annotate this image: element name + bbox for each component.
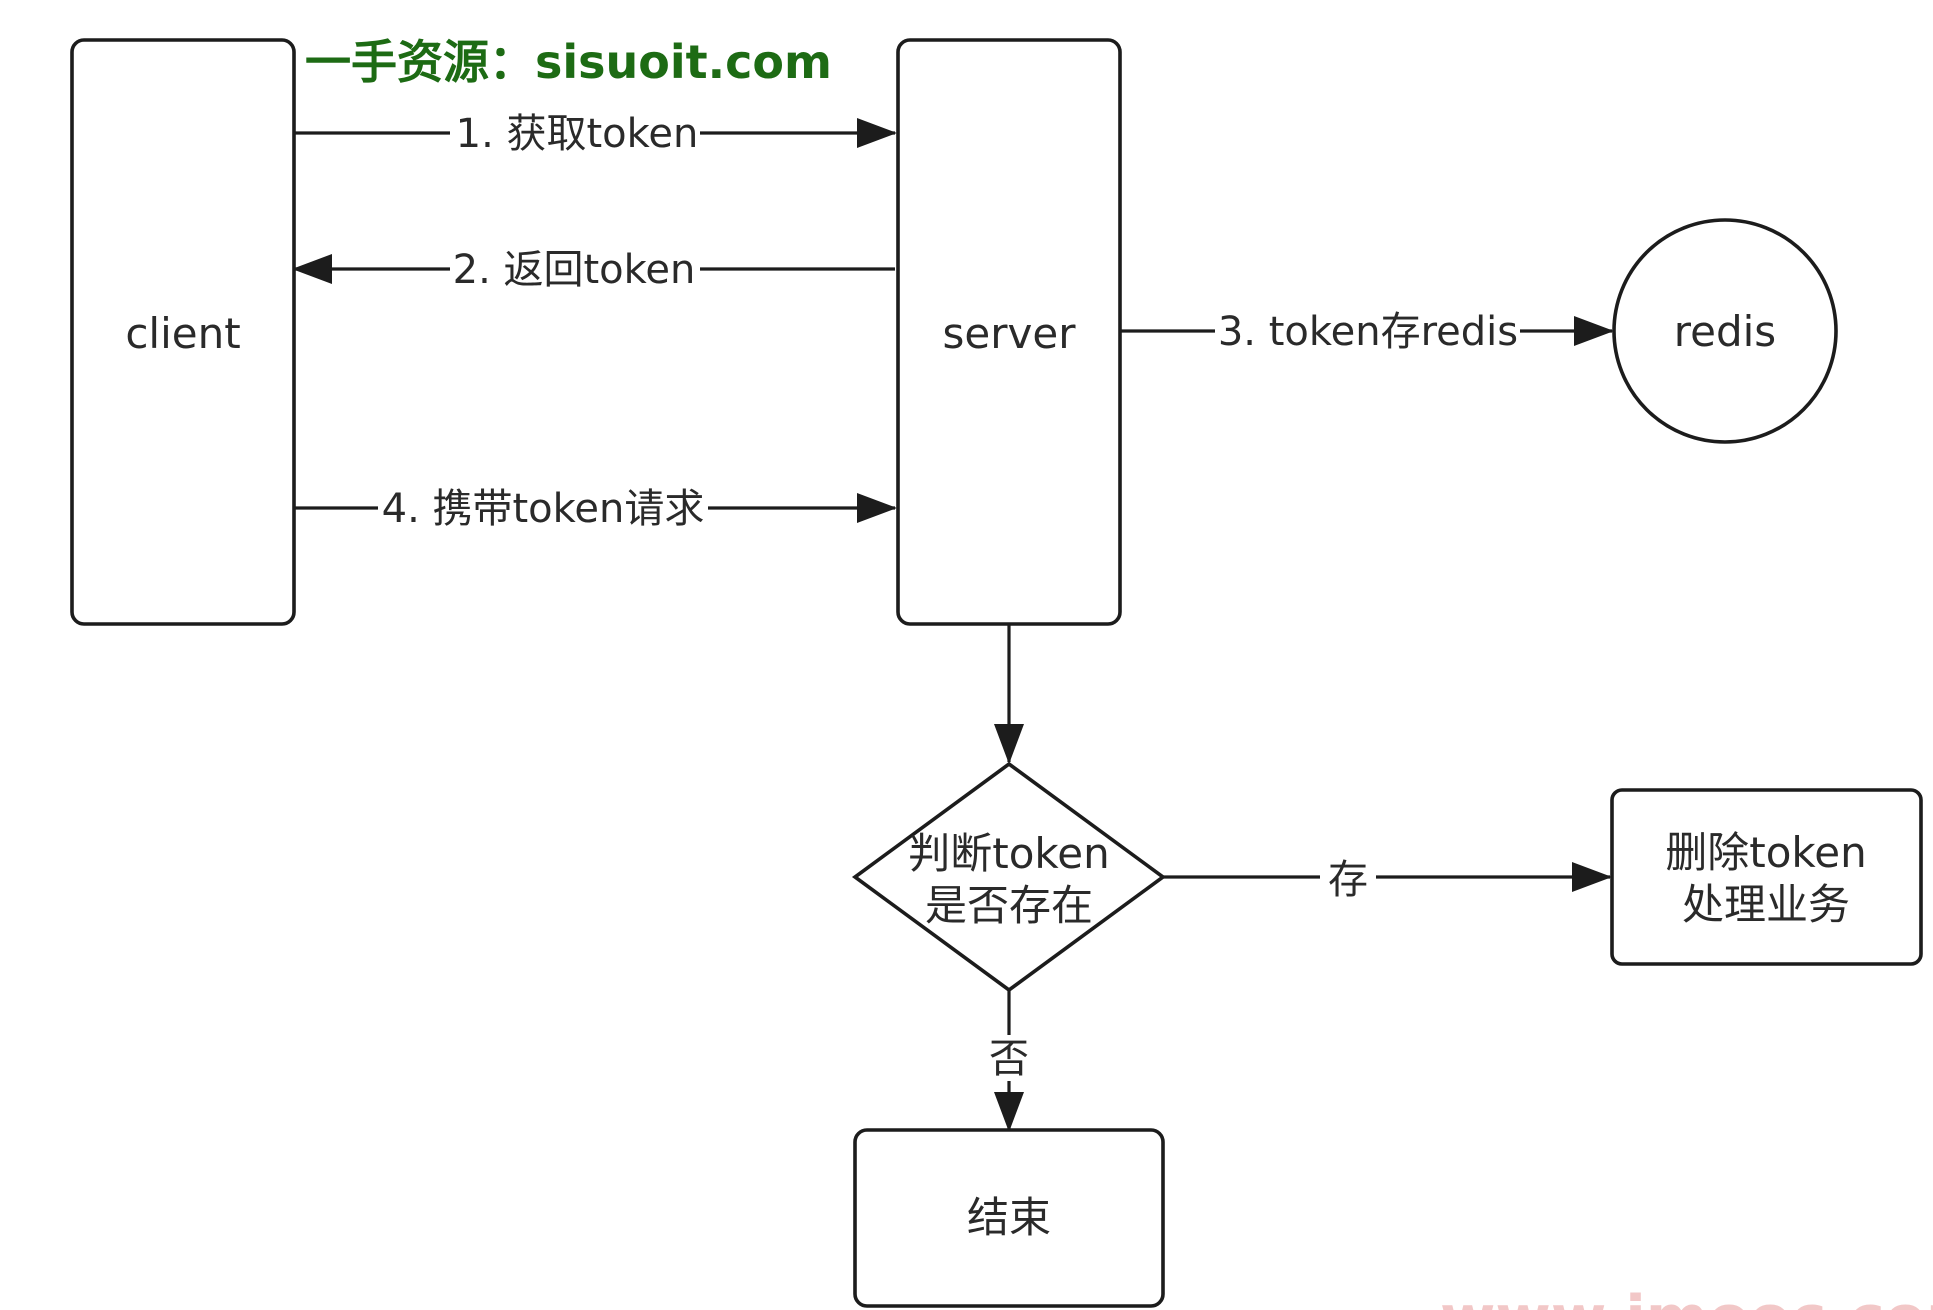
edge-label-request-with-token: 4. 携带token请求 xyxy=(382,486,705,532)
decision-diamond xyxy=(851,761,1167,993)
edge-label-bg xyxy=(984,1035,1034,1081)
edge-get-token: 1. 获取token xyxy=(294,110,897,157)
client-label: client xyxy=(125,309,240,358)
decision-label-line-1: 判断token xyxy=(908,829,1109,878)
watermark-text: 一手资源：sisuoit.com xyxy=(305,35,832,89)
server-label: server xyxy=(943,309,1077,358)
edge-label-return-token: 2. 返回token xyxy=(453,247,696,293)
server-box xyxy=(896,38,1122,626)
node-action: 删除token 处理业务 xyxy=(1610,788,1923,966)
edge-store-redis: 3. token存redis xyxy=(1120,308,1614,355)
edge-label-store-redis: 3. token存redis xyxy=(1218,309,1518,355)
action-box xyxy=(1610,788,1923,966)
node-decision: 判断token 是否存在 xyxy=(851,761,1167,993)
node-client: client xyxy=(70,38,296,626)
node-server: server xyxy=(896,38,1122,626)
edge-request-with-token: 4. 携带token请求 xyxy=(294,485,897,532)
edge-label-bg xyxy=(378,485,708,531)
edge-label-get-token: 1. 获取token xyxy=(456,111,699,157)
redis-label: redis xyxy=(1674,307,1776,356)
node-end: 结束 xyxy=(853,1128,1165,1308)
decision-label-line-2: 是否存在 xyxy=(925,881,1093,930)
edge-return-token: 2. 返回token xyxy=(292,246,895,293)
end-label: 结束 xyxy=(967,1193,1051,1242)
edge-label-bg xyxy=(450,110,700,156)
edge-label-exists-no: 否 xyxy=(989,1036,1029,1082)
edge-exists-no: 否 xyxy=(984,990,1034,1132)
action-label-line-2: 处理业务 xyxy=(1682,880,1850,929)
edge-label-bg xyxy=(1320,854,1376,900)
edge-label-bg xyxy=(450,246,700,292)
action-label-line-1: 删除token xyxy=(1665,828,1866,877)
edge-label-exists-yes: 存 xyxy=(1328,857,1368,903)
redis-circle xyxy=(1612,218,1838,444)
edge-label-bg xyxy=(1215,308,1520,354)
watermark-bottom-text: www.imooc.com xyxy=(1440,1283,1933,1310)
client-box xyxy=(70,38,296,626)
edge-exists-yes: 存 xyxy=(1163,854,1612,903)
end-box xyxy=(853,1128,1165,1308)
node-redis: redis xyxy=(1612,218,1838,444)
